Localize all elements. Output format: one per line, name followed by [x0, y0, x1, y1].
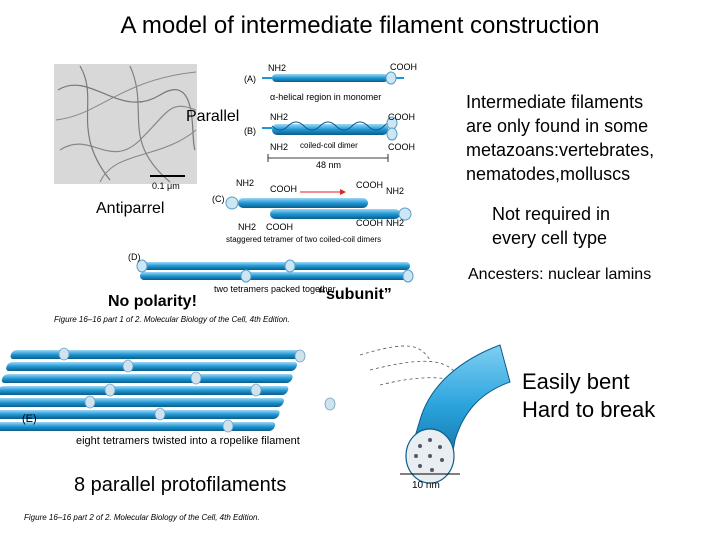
nh2-label: NH2: [236, 178, 254, 188]
packed-tetramers-diagram: [136, 259, 414, 283]
cooh-label: COOH: [390, 62, 417, 72]
coiled-coil-dimer-diagram: [262, 116, 398, 162]
cooh-label: COOH: [388, 112, 415, 122]
panel-a-label: (A): [244, 74, 256, 84]
ropelike-filament-diagram: [0, 344, 511, 484]
cooh-label: COOH: [356, 218, 383, 228]
tetramer-diagram: [225, 189, 412, 221]
no-polarity-label: No polarity!: [108, 293, 197, 310]
cooh-label: COOH: [356, 180, 383, 190]
dimer-length-label: 48 nm: [316, 160, 341, 170]
antiparallel-label: Antiparrel: [96, 200, 165, 217]
nh2-label: NH2: [238, 222, 256, 232]
figure-caption-part2: Figure 16–16 part 2 of 2. Molecular Biol…: [24, 513, 260, 522]
nh2-label: NH2: [268, 63, 286, 73]
nh2-label: NH2: [270, 112, 288, 122]
cooh-label: COOH: [388, 142, 415, 152]
ancestors-note: Ancesters: nuclear lamins: [468, 266, 652, 283]
micrograph-scale-label: 0.1 μm: [152, 181, 180, 191]
tetramer-caption: staggered tetramer of two coiled-coil di…: [226, 235, 381, 244]
panel-c-label: (C): [212, 194, 225, 204]
electron-micrograph: [54, 64, 197, 184]
figure-caption-part1: Figure 16–16 part 1 of 2. Molecular Biol…: [54, 315, 290, 324]
subunit-label: “subunit”: [318, 286, 392, 303]
dimer-caption: coiled-coil dimer: [300, 141, 358, 150]
filament-scale-label: 10 nm: [412, 480, 440, 491]
nh2-label: NH2: [386, 186, 404, 196]
monomer-diagram: [262, 71, 404, 85]
cooh-label: COOH: [270, 184, 297, 194]
parallel-label: Parallel: [186, 108, 240, 125]
distribution-note: Intermediate filaments are only found in…: [466, 92, 655, 184]
cooh-label: COOH: [266, 222, 293, 232]
panel-e-label: (E): [22, 413, 37, 425]
nh2-label: NH2: [270, 142, 288, 152]
panel-d-label: (D): [128, 252, 141, 262]
mechanics-note: Easily bent Hard to break: [522, 369, 656, 422]
panel-b-label: (B): [244, 126, 256, 136]
page-title: A model of intermediate filament constru…: [120, 12, 600, 39]
packed-caption: two tetramers packed together: [214, 284, 336, 294]
protofilaments-label: 8 parallel protofilaments: [72, 474, 289, 497]
monomer-caption: α-helical region in monomer: [270, 92, 381, 102]
rope-caption: eight tetramers twisted into a ropelike …: [76, 435, 300, 447]
nh2-label: NH2: [386, 218, 404, 228]
requirement-note: Not required in every cell type: [492, 204, 611, 248]
